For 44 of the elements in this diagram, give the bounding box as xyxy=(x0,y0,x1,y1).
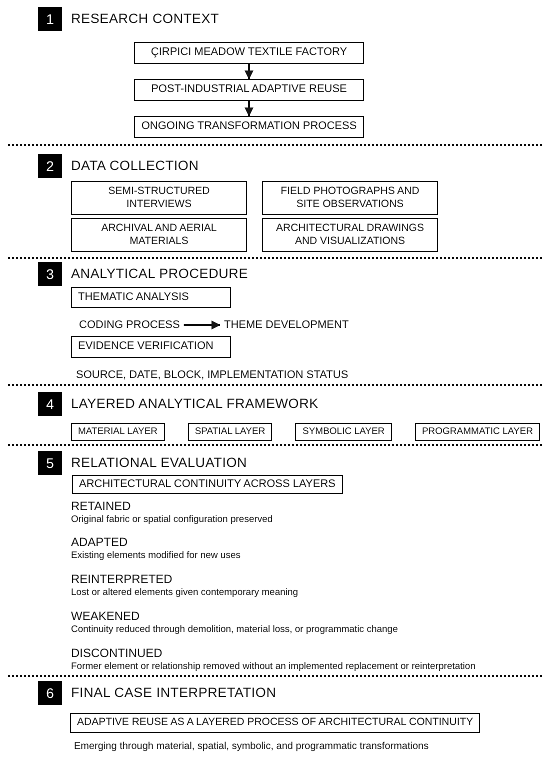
layer-box: SPATIAL LAYER xyxy=(188,423,272,441)
step-number: 4 xyxy=(38,392,62,416)
layer-box: PROGRAMMATIC LAYER xyxy=(414,423,540,441)
data-source-box: FIELD PHOTOGRAPHS AND SITE OBSERVATIONS xyxy=(262,181,438,215)
step-number: 6 xyxy=(38,681,62,705)
summary-note: Emerging through material, spatial, symbolic, and programmatic transformations xyxy=(74,740,429,753)
category-title: REINTERPRETED xyxy=(71,572,172,586)
category-description: Former element or relationship removed without an implemented replacement or reinterpretation xyxy=(71,660,476,672)
data-source-box: SEMI-STRUCTURED INTERVIEWS xyxy=(71,181,247,215)
category-description: Existing elements modified for new uses xyxy=(71,550,240,562)
step-label: CODING PROCESS xyxy=(79,318,180,332)
process-box: ONGOING TRANSFORMATION PROCESS xyxy=(134,116,364,138)
step-number: 3 xyxy=(38,262,62,286)
process-box: ÇIRPICI MEADOW TEXTILE FACTORY xyxy=(134,42,364,64)
section-heading: RELATIONAL EVALUATION xyxy=(71,455,248,471)
step-number: 2 xyxy=(38,154,62,178)
category-description: Lost or altered elements given contemporary meaning xyxy=(71,586,298,598)
layer-box: SYMBOLIC LAYER xyxy=(295,423,392,441)
process-box: THEMATIC ANALYSIS xyxy=(71,287,231,308)
step-number: 1 xyxy=(38,7,62,31)
category-title: WEAKENED xyxy=(71,608,140,624)
section-heading: LAYERED ANALYTICAL FRAMEWORK xyxy=(71,396,318,412)
layer-box: MATERIAL LAYER xyxy=(71,423,165,441)
process-box: EVIDENCE VERIFICATION xyxy=(71,336,231,358)
step-label: THEME DEVELOPMENT xyxy=(224,318,349,332)
process-box: POST-INDUSTRIAL ADAPTIVE REUSE xyxy=(134,79,364,101)
category-description: Continuity reduced through demolition, material loss, or programmatic change xyxy=(71,624,398,636)
category-title: ADAPTED xyxy=(71,535,128,550)
step-number: 5 xyxy=(38,451,62,475)
arrow xyxy=(244,101,254,116)
data-source-box: ARCHITECTURAL DRAWINGS AND VISUALIZATIONS xyxy=(262,218,438,252)
section-heading: RESEARCH CONTEXT xyxy=(71,11,220,27)
category-title: DISCONTINUED xyxy=(71,646,162,660)
conclusion-box: ADAPTIVE REUSE AS A LAYERED PROCESS OF ARCHITECTURAL CONTINUITY xyxy=(70,713,480,733)
note-text: SOURCE, DATE, BLOCK, IMPLEMENTATION STATUS xyxy=(76,368,348,382)
arrow xyxy=(244,64,254,80)
section-heading: FINAL CASE INTERPRETATION xyxy=(71,685,276,701)
section-heading: DATA COLLECTION xyxy=(71,158,199,174)
section-heading: ANALYTICAL PROCEDURE xyxy=(71,266,248,282)
category-description: Original fabric or spatial configuration preserved xyxy=(71,514,273,526)
concept-box: ARCHITECTURAL CONTINUITY ACROSS LAYERS xyxy=(72,475,343,494)
category-title: RETAINED xyxy=(71,498,131,514)
data-source-box: ARCHIVAL AND AERIAL MATERIALS xyxy=(71,218,247,252)
arrow xyxy=(184,320,220,330)
